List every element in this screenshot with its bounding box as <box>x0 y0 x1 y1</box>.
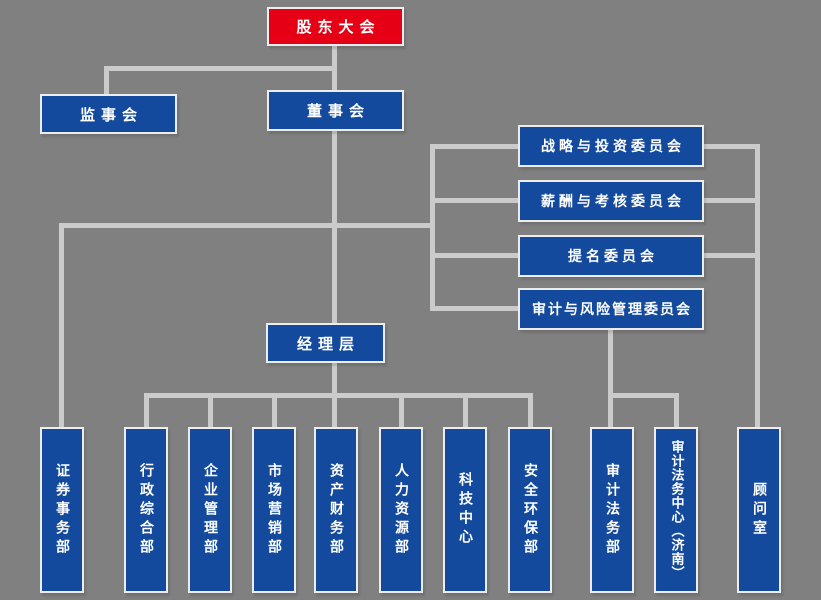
connector-supervisory-drop <box>104 66 109 96</box>
connector-securities-riser <box>59 223 64 429</box>
connector-audit-split-horizontal <box>608 393 679 398</box>
node-dept-enterprise-management: 企业管理部 <box>188 427 232 593</box>
node-dept-asset-finance: 资产财务部 <box>314 427 358 593</box>
node-supervisory-board: 监事会 <box>40 94 177 134</box>
connector-feeder-horizontal <box>59 223 435 228</box>
connector-management-down <box>332 361 337 397</box>
connector-committee4-left-stub <box>430 306 520 311</box>
connector-committee2-left-stub <box>430 198 520 203</box>
node-dept-audit-legal: 审计法务部 <box>590 427 634 593</box>
connector-committee1-right-stub <box>702 144 760 149</box>
node-committee-nomination: 提名委员会 <box>518 235 704 277</box>
connector-audit-center-drop <box>674 393 679 429</box>
connector-audit-legal-drop <box>608 393 613 429</box>
connector-dept5-drop <box>332 393 337 429</box>
node-dept-administration-general: 行政综合部 <box>124 427 168 593</box>
connector-top-horizontal <box>104 66 337 71</box>
connector-committees-left-rail <box>430 144 435 311</box>
node-advisory-office: 顾问室 <box>737 427 781 593</box>
node-dept-securities-affairs: 证券事务部 <box>40 427 84 593</box>
node-management-level: 经理层 <box>266 323 385 363</box>
node-technology-center: 科技中心 <box>443 427 487 593</box>
connector-distribution-horizontal <box>144 393 533 398</box>
node-audit-legal-center-jinan: 审计法务中心（济南） <box>654 427 698 593</box>
connector-dept8-drop <box>528 393 533 429</box>
node-committee-remuneration-appraisal: 薪酬与考核委员会 <box>518 180 704 222</box>
connector-audit-committee-down <box>608 328 613 398</box>
connector-dept7-drop <box>463 393 468 429</box>
connector-board-to-management <box>332 131 337 325</box>
node-board-of-directors: 董事会 <box>267 90 404 131</box>
connector-committee3-left-stub <box>430 253 520 258</box>
connector-dept3-drop <box>208 393 213 429</box>
node-dept-human-resources: 人力资源部 <box>379 427 423 593</box>
node-shareholders-meeting: 股东大会 <box>267 7 404 46</box>
node-committee-audit-risk-management: 审计与风险管理委员会 <box>518 288 704 330</box>
connector-advisory-riser <box>755 144 760 429</box>
connector-dept4-drop <box>272 393 277 429</box>
node-dept-marketing: 市场营销部 <box>252 427 296 593</box>
node-dept-safety-environment: 安全环保部 <box>508 427 552 593</box>
connector-dept6-drop <box>399 393 404 429</box>
connector-committee1-left-stub <box>430 144 520 149</box>
connector-committee3-right-stub <box>702 253 760 258</box>
connector-committee2-right-stub <box>702 198 760 203</box>
node-committee-strategy-investment: 战略与投资委员会 <box>518 125 704 167</box>
connector-dept2-drop <box>144 393 149 429</box>
